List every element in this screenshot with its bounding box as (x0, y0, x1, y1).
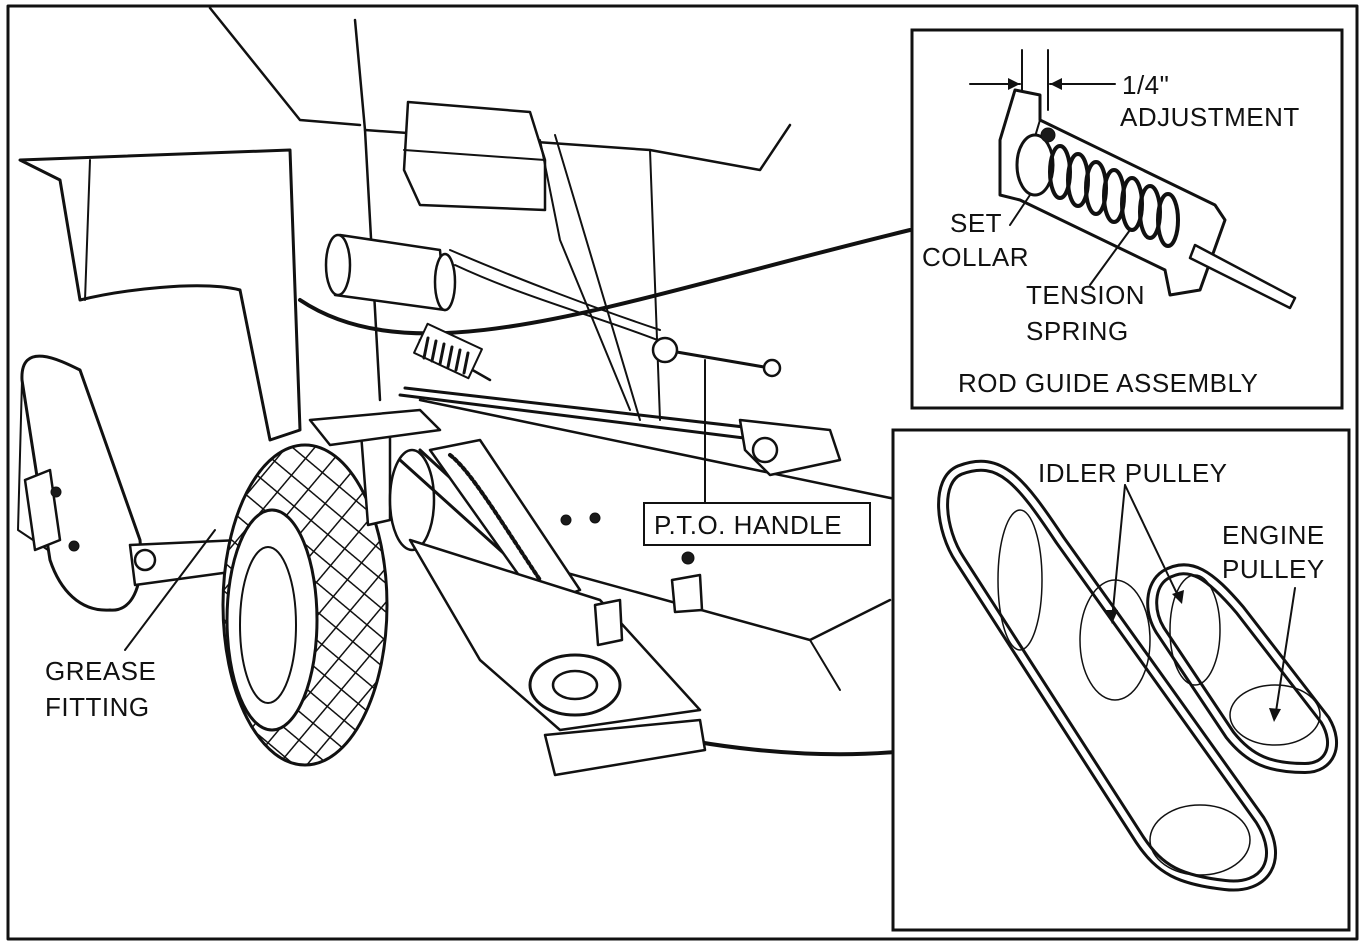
deck-edge-top (418, 398, 902, 502)
rod-guide-assembly-label: ROD GUIDE ASSEMBLY (958, 368, 1258, 398)
outer-frame (6, 4, 1359, 941)
pto-handle-label: P.T.O. HANDLE (654, 510, 842, 540)
pto-handle-shaft (663, 348, 772, 370)
pto-handle-pivot (651, 336, 679, 364)
belt-teeth (448, 453, 542, 582)
cable-2 (454, 264, 671, 346)
pto-rod (398, 393, 762, 442)
fuel-tank-seam (403, 149, 546, 161)
cable-4 (539, 139, 631, 411)
idler-pulley-label: IDLER PULLEY (1038, 458, 1228, 488)
drive-pulley-side (388, 448, 436, 552)
cable-1 (449, 249, 661, 331)
adjustment-value-label: 1/4" (1122, 70, 1169, 100)
mower-illustration (17, 6, 912, 777)
engine-right-side (649, 149, 661, 421)
catcher-fold (84, 159, 91, 301)
rod-guide-nut (751, 436, 779, 464)
idler-leader-2 (1124, 484, 1181, 601)
pto-handle-knob (762, 358, 782, 378)
deck-bolt-2 (589, 512, 601, 524)
adjustment-label: ADJUSTMENT (1120, 102, 1300, 132)
collar-label: COLLAR (922, 242, 1029, 272)
set-collar (1015, 133, 1055, 197)
set-collar-leader (1009, 194, 1031, 226)
set-collar-screw (1040, 127, 1056, 143)
deck-top-arc (298, 228, 912, 336)
engine-pulley-leader (1274, 587, 1296, 719)
engine-pulley-outline (1229, 684, 1321, 746)
engine-pulley-arrow (1269, 708, 1281, 722)
idler-arrow-2 (1172, 590, 1184, 604)
set-label: SET (950, 208, 1002, 238)
tension-spring-coils (1048, 144, 1180, 248)
rear-pulley-outline (997, 509, 1043, 651)
cover-lip (543, 718, 707, 777)
cable-3 (554, 134, 641, 421)
dimension-arrowhead-right (1050, 78, 1062, 90)
dimension-arrowhead-left (1008, 78, 1020, 90)
main-tension-spring (413, 322, 483, 380)
engine-pulley-hub (551, 669, 599, 701)
muffler (333, 233, 447, 312)
muffler-cap (433, 252, 457, 312)
tension-label: TENSION (1026, 280, 1145, 310)
spring-label: SPRING (1026, 316, 1129, 346)
bolt-2 (68, 540, 80, 552)
idler-leader-1 (1111, 484, 1126, 621)
engine-pulley-main (528, 653, 622, 717)
cover-tab (593, 598, 624, 647)
wheel-mount-plate (308, 408, 442, 447)
pulley-label: PULLEY (1222, 554, 1325, 584)
belt-small-loop-inner (1149, 566, 1336, 772)
deck-edge-corner (809, 639, 841, 691)
deck-clip (670, 573, 704, 614)
front-pulley-outline (1149, 804, 1251, 876)
deck-bolt-1 (560, 514, 572, 526)
pto-handle-label-box (643, 502, 871, 546)
grease-label: GREASE (45, 656, 156, 686)
handle-line (208, 6, 362, 127)
rod-guide-inset: 1/4" ADJUSTMENT SET COLLAR TENSION SPRIN… (910, 28, 1344, 410)
pto-rod-2 (403, 386, 772, 432)
muffler-end (324, 233, 352, 297)
guide-rod (1188, 243, 1297, 310)
front-wheel-rim (239, 546, 297, 704)
belt-cover-plate (408, 538, 702, 732)
bolt-1 (50, 486, 62, 498)
pto-handle-callout: P.T.O. HANDLE (643, 502, 871, 546)
tension-spring-leader (1089, 229, 1131, 286)
idler-arrow-1 (1106, 610, 1118, 624)
fitting-label: FITTING (45, 692, 150, 722)
grease-fitting-nipple (133, 548, 157, 572)
belt-guide (428, 438, 582, 607)
grease-fitting-leader (124, 529, 216, 651)
rear-wheel-cover (20, 354, 143, 612)
deck-bolt-3 (681, 551, 695, 565)
belt-outer-loop-inner (940, 462, 1274, 889)
engine-label: ENGINE (1222, 520, 1325, 550)
idler-pulley-2-outline (1169, 574, 1221, 686)
belt-pulley-inset: IDLER PULLEY ENGINE PULLEY (891, 428, 1351, 932)
